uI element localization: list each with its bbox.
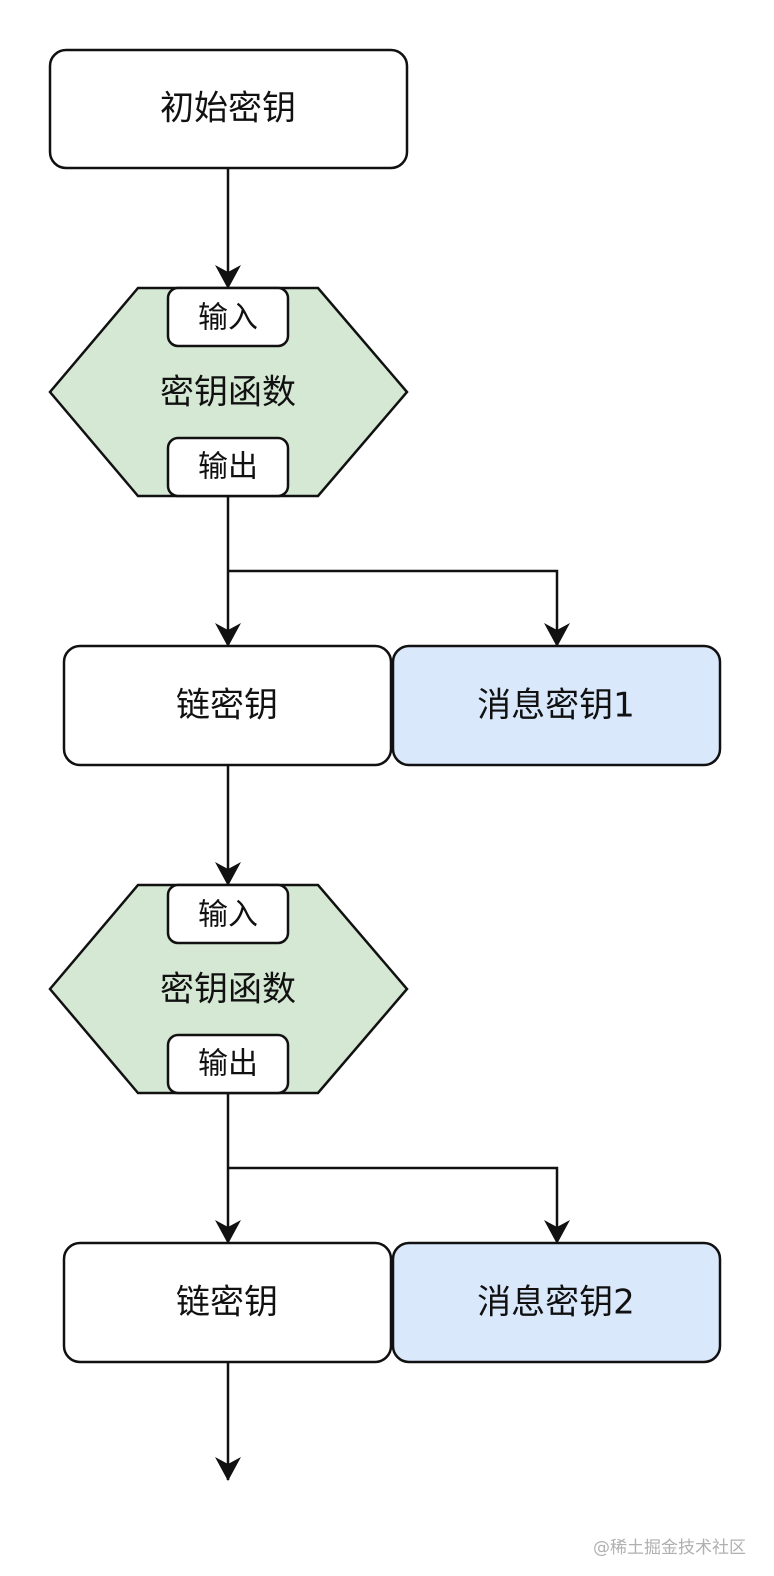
watermark-text: @稀土掘金技术社区 xyxy=(593,1538,746,1558)
kdf-1-output-port: 输出 xyxy=(166,436,290,498)
edge-kdf2-to-message2 xyxy=(228,1166,570,1244)
initial-key-label: 初始密钥 xyxy=(160,89,296,129)
edge-kdf1-to-message1 xyxy=(228,569,570,647)
kdf-2-input-label: 输入 xyxy=(198,898,258,933)
message-key-1-label: 消息密钥1 xyxy=(477,686,635,726)
message-key-node-1: 消息密钥1 xyxy=(391,644,722,767)
kdf-2-label: 密钥函数 xyxy=(160,970,296,1010)
kdf-2-output-label: 输出 xyxy=(198,1047,258,1082)
kdf-1-input-port: 输入 xyxy=(166,286,290,348)
chain-key-node-2: 链密钥 xyxy=(62,1241,393,1364)
chain-key-1-label: 链密钥 xyxy=(176,686,278,726)
kdf-node-2: 密钥函数 输入 输出 xyxy=(48,883,409,1095)
message-key-node-2: 消息密钥2 xyxy=(391,1241,722,1364)
kdf-1-label: 密钥函数 xyxy=(160,373,296,413)
kdf-1-output-label: 输出 xyxy=(198,450,258,485)
kdf-2-output-port: 输出 xyxy=(166,1033,290,1095)
initial-key-node: 初始密钥 xyxy=(48,48,409,170)
chain-key-2-label: 链密钥 xyxy=(176,1283,278,1323)
kdf-1-input-label: 输入 xyxy=(198,301,258,336)
chain-key-node-1: 链密钥 xyxy=(62,644,393,767)
kdf-2-input-port: 输入 xyxy=(166,883,290,945)
kdf-node-1: 密钥函数 输入 输出 xyxy=(48,286,409,498)
message-key-2-label: 消息密钥2 xyxy=(477,1283,635,1323)
